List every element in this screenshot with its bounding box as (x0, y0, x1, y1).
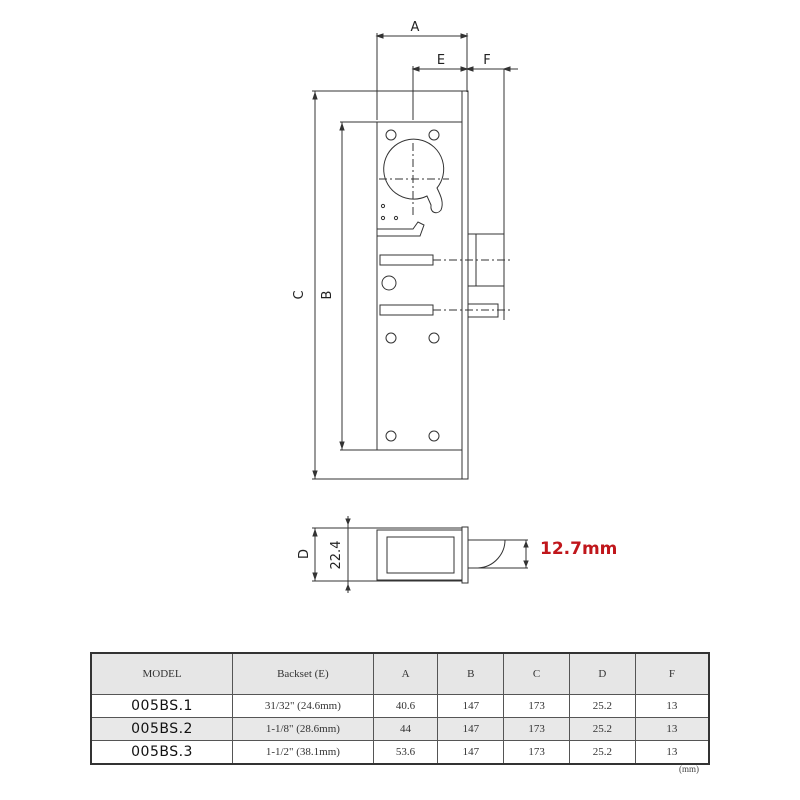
header-c: C (503, 652, 570, 695)
cell-a: 53.6 (372, 740, 439, 765)
cell-c: 173 (503, 740, 570, 765)
header-f: F (634, 652, 710, 695)
cell-f: 13 (634, 717, 710, 741)
cell-f: 13 (634, 694, 710, 718)
spec-table: MODEL Backset (E) A B C D F 005BS.1 31/3… (90, 652, 710, 765)
cell-c: 173 (503, 694, 570, 718)
dim-label-d: D (297, 549, 312, 559)
header-model: MODEL (90, 652, 234, 695)
cell-b: 147 (437, 694, 505, 718)
header-a: A (372, 652, 439, 695)
bolt-projection-label: 12.7mm (540, 539, 618, 559)
dim-label-b: B (320, 291, 335, 300)
cell-backset: 1-1/8" (28.6mm) (232, 717, 374, 741)
cell-backset: 31/32" (24.6mm) (232, 694, 374, 718)
cell-c: 173 (503, 717, 570, 741)
cell-d: 25.2 (568, 717, 636, 741)
unit-label: (mm) (679, 764, 699, 774)
cell-model: 005BS.3 (90, 740, 234, 765)
technical-drawing: A E F C B D 22.4 (292, 20, 529, 593)
table-header-row: MODEL Backset (E) A B C D F (90, 652, 710, 695)
cell-f: 13 (634, 740, 710, 765)
header-backset: Backset (E) (232, 652, 374, 695)
dim-label-e: E (437, 53, 445, 68)
dim-label-a: A (411, 20, 420, 35)
header-d: D (568, 652, 636, 695)
cell-backset: 1-1/2" (38.1mm) (232, 740, 374, 765)
cell-d: 25.2 (568, 740, 636, 765)
dim-label-22-4: 22.4 (329, 541, 344, 570)
table-row: 005BS.1 31/32" (24.6mm) 40.6 147 173 25.… (90, 694, 710, 718)
header-b: B (437, 652, 505, 695)
dim-label-c: C (292, 290, 307, 299)
cell-d: 25.2 (568, 694, 636, 718)
cell-b: 147 (437, 717, 505, 741)
cell-b: 147 (437, 740, 505, 765)
table-row: 005BS.2 1-1/8" (28.6mm) 44 147 173 25.2 … (90, 717, 710, 741)
cell-a: 40.6 (372, 694, 439, 718)
table-row: 005BS.3 1-1/2" (38.1mm) 53.6 147 173 25.… (90, 740, 710, 765)
cell-model: 005BS.2 (90, 717, 234, 741)
cell-model: 005BS.1 (90, 694, 234, 718)
cell-a: 44 (372, 717, 439, 741)
dim-label-f: F (483, 53, 490, 68)
